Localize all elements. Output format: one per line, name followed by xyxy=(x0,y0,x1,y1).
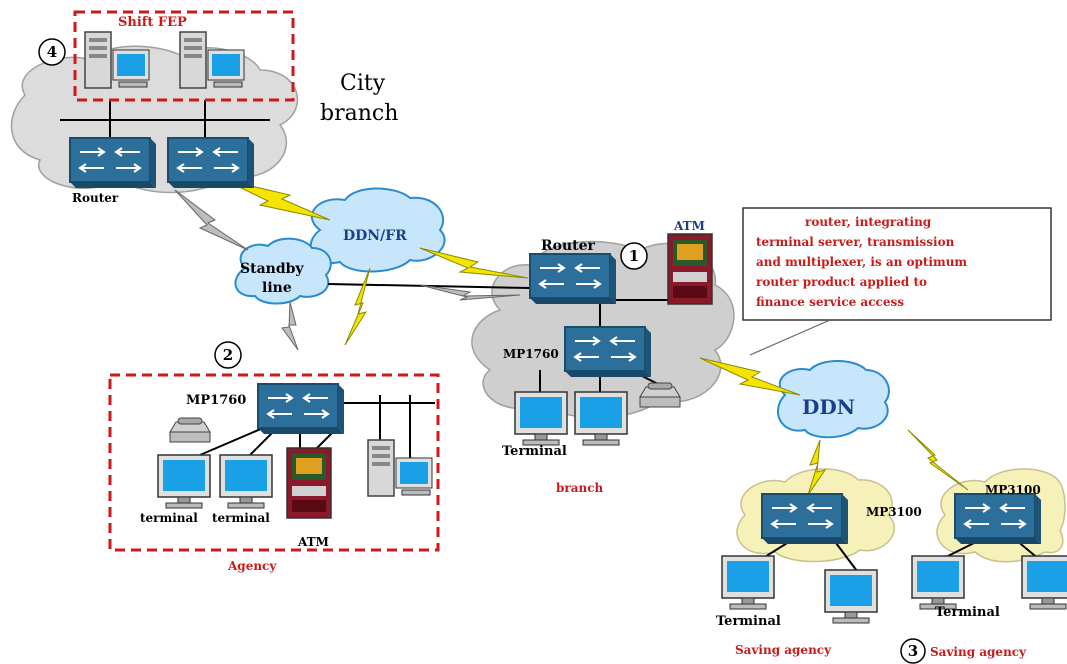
shift-fep-server-1 xyxy=(84,31,150,89)
branch-mp1760-label: MP1760 xyxy=(503,347,559,361)
saving-terminal-3 xyxy=(911,555,965,610)
standby-cloud xyxy=(234,237,332,305)
branch-label: branch xyxy=(556,481,604,495)
saving-terminal-1-label: Terminal xyxy=(716,614,781,629)
saving-terminal-2 xyxy=(824,569,878,624)
mp3100-1-label: MP3100 xyxy=(866,505,922,519)
callout-box xyxy=(742,207,1052,321)
branch-mp1760 xyxy=(564,326,652,378)
branch-phone xyxy=(639,382,681,408)
agency-atm xyxy=(286,447,332,519)
agency-mp1760-label: MP1760 xyxy=(186,393,246,408)
branch-terminal-label: Terminal xyxy=(502,444,567,459)
saving-agency-2-label: Saving agency xyxy=(930,645,1027,659)
saving-terminal-2-label: Terminal xyxy=(935,605,1000,620)
city-label: City xyxy=(340,71,386,96)
ddn-label: DDN xyxy=(802,395,855,419)
standby-line-label: line xyxy=(262,280,292,296)
callout-pointer xyxy=(749,319,831,356)
branch-router-label: Router xyxy=(541,238,596,254)
branch-terminal-2 xyxy=(574,391,628,446)
agency-phone xyxy=(169,417,211,443)
branch-router xyxy=(529,253,617,305)
city-branch-label: branch xyxy=(320,101,398,126)
marker-1: 1 xyxy=(629,247,639,265)
city-router-1 xyxy=(69,137,157,189)
standby-links xyxy=(174,189,521,351)
standby-label: Standby xyxy=(240,261,304,277)
saving-agency-1-label: Saving agency xyxy=(735,643,832,657)
city-router-2 xyxy=(167,137,255,189)
agency-label: Agency xyxy=(227,559,277,573)
branch-atm-label: ATM xyxy=(673,219,705,233)
branch-terminal-1 xyxy=(514,391,568,446)
saving-mp3100-1 xyxy=(761,493,849,545)
shift-fep-box xyxy=(73,10,295,102)
callout-line-1: router, integrating xyxy=(805,215,932,229)
callout-line-5: finance service access xyxy=(756,295,904,309)
city-router-label: Router xyxy=(72,191,119,205)
agency-mp1760 xyxy=(257,383,345,435)
marker-4: 4 xyxy=(47,43,57,61)
shift-fep-label: Shift FEP xyxy=(118,15,187,30)
wireless-links xyxy=(224,179,969,496)
ddn-cloud xyxy=(776,360,890,439)
agency-server xyxy=(367,439,433,497)
ddn-fr-cloud xyxy=(309,187,446,273)
ddn-fr-label: DDN/FR xyxy=(343,228,407,244)
saving-mp3100-2 xyxy=(954,493,1042,545)
callout-line-2: terminal server, transmission xyxy=(756,235,955,249)
agency-box xyxy=(108,373,440,552)
agency-terminal-1 xyxy=(157,454,211,509)
callout-line-3: and multiplexer, is an optimum xyxy=(756,255,967,269)
branch-atm xyxy=(667,233,713,305)
callout-line-4: router product applied to xyxy=(756,275,927,289)
agency-atm-label: ATM xyxy=(297,535,329,549)
shift-fep-server-2 xyxy=(179,31,245,89)
marker-3: 3 xyxy=(908,642,918,660)
agency-terminal-2 xyxy=(219,454,273,509)
agency-terminal-a-label: terminal xyxy=(140,511,198,525)
mp3100-2-label: MP3100 xyxy=(985,483,1041,497)
saving-terminal-4 xyxy=(1021,555,1067,610)
callout-text: router, integrating terminal server, tra… xyxy=(756,215,967,309)
number-markers xyxy=(38,38,926,664)
marker-2: 2 xyxy=(223,346,233,364)
agency-terminal-b-label: terminal xyxy=(212,511,270,525)
saving-terminal-1 xyxy=(721,555,775,610)
